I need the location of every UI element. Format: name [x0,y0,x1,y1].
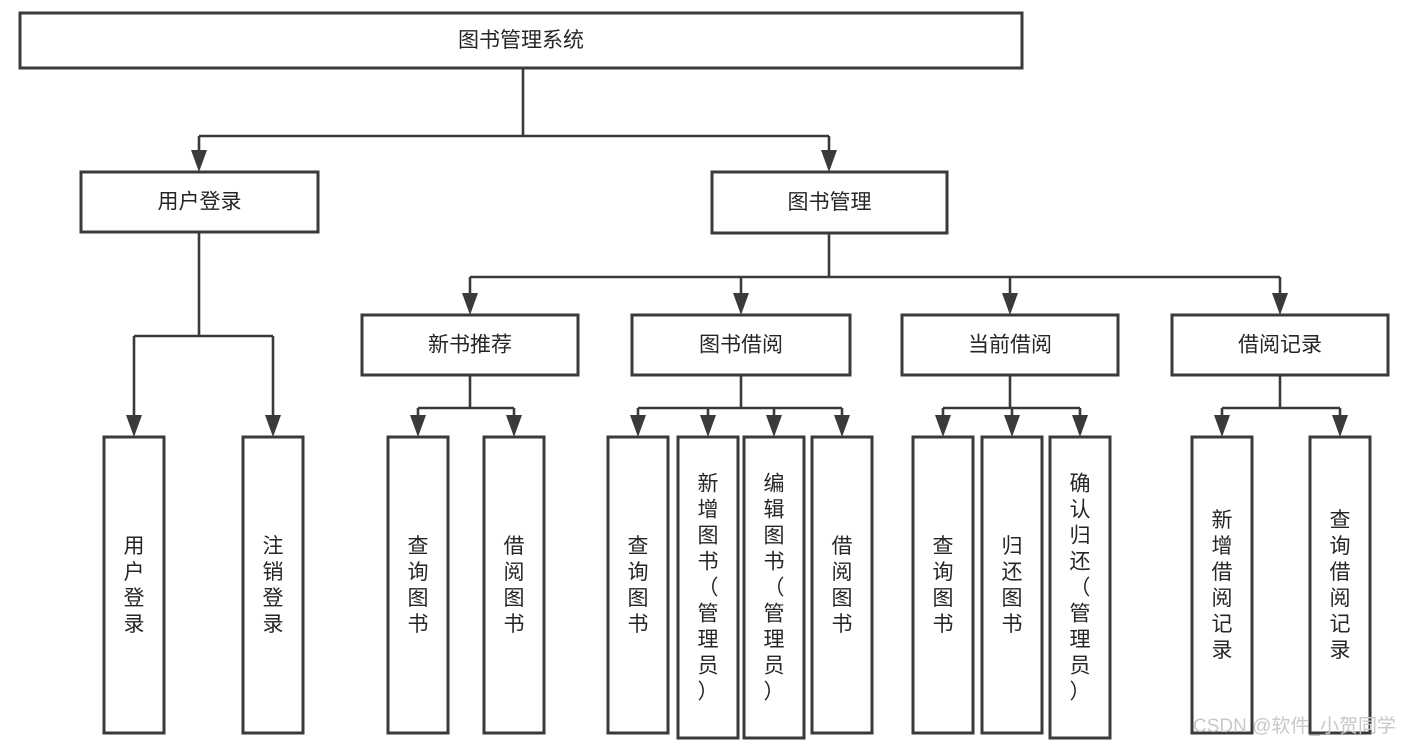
node-leaf-query-book-borrow[interactable]: 查询图书 [606,435,670,735]
arrow-head-icon [1214,415,1230,437]
node-box[interactable] [79,170,320,234]
connector-bookmgmt-to-level3 [462,233,1288,315]
node-box[interactable] [710,170,949,235]
arrow-head-icon [265,415,281,437]
node-leaf-logout-login[interactable]: 注销登录 [241,435,305,735]
connector-recommend-to-leaves [410,375,522,437]
node-label: 查询图书 [408,535,429,636]
node-label: 注销登录 [263,535,284,636]
node-box[interactable] [810,435,874,735]
node-label: 新书推荐 [428,334,512,357]
node-borrow-record[interactable]: 借阅记录 [1170,313,1390,377]
node-label: 借阅图书 [832,535,853,636]
node-label: 用户登录 [158,191,242,214]
node-box[interactable] [386,435,450,735]
arrow-head-icon [1332,415,1348,437]
arrow-head-icon [1002,293,1018,315]
node-label: 编辑图书（管理员） [764,473,785,704]
node-box[interactable] [676,435,740,740]
connector-layer [126,68,1348,437]
node-box[interactable] [102,435,166,735]
arrow-head-icon [821,150,837,172]
node-label: 查询图书 [628,535,649,636]
node-leaf-add-book-admin[interactable]: 新增图书（管理员） [676,435,740,740]
node-box[interactable] [360,313,580,377]
node-user-login[interactable]: 用户登录 [79,170,320,234]
node-label: 查询图书 [933,535,954,636]
node-box[interactable] [1190,435,1254,735]
node-root[interactable]: 图书管理系统 [18,11,1024,70]
node-box[interactable] [241,435,305,735]
arrow-head-icon [733,293,749,315]
node-leaf-confirm-return-admin[interactable]: 确认归还（管理员） [1048,435,1112,740]
arrow-head-icon [1004,415,1020,437]
node-leaf-borrow-book[interactable]: 借阅图书 [810,435,874,735]
node-leaf-query-book-current[interactable]: 查询图书 [911,435,975,735]
node-label: 新增图书（管理员） [698,473,719,704]
node-box[interactable] [630,313,852,377]
node-label: 图书管理 [788,191,872,214]
node-box[interactable] [1048,435,1112,740]
node-book-borrow[interactable]: 图书借阅 [630,313,852,377]
node-label: 用户登录 [124,535,145,636]
node-new-book-recommend[interactable]: 新书推荐 [360,313,580,377]
arrow-head-icon [506,415,522,437]
node-leaf-borrow-book-recommend[interactable]: 借阅图书 [482,435,546,735]
node-leaf-query-book-recommend[interactable]: 查询图书 [386,435,450,735]
arrow-head-icon [935,415,951,437]
node-box[interactable] [1170,313,1390,377]
arrow-head-icon [126,415,142,437]
arrow-head-icon [700,415,716,437]
node-box[interactable] [18,11,1024,70]
arrow-head-icon [462,293,478,315]
arrow-head-icon [191,150,207,172]
node-leaf-add-borrow-record[interactable]: 新增借阅记录 [1190,435,1254,735]
node-label: 图书借阅 [699,334,783,357]
node-box[interactable] [900,313,1120,377]
connector-borrow-to-leaves [630,375,850,437]
node-box[interactable] [980,435,1044,735]
node-box[interactable] [742,435,806,740]
node-box[interactable] [606,435,670,735]
node-current-borrow[interactable]: 当前借阅 [900,313,1120,377]
node-leaf-return-book[interactable]: 归还图书 [980,435,1044,735]
node-box[interactable] [1308,435,1372,735]
connector-userlogin-to-leaves [126,232,281,437]
node-box[interactable] [482,435,546,735]
node-leaf-query-borrow-record[interactable]: 查询借阅记录 [1308,435,1372,735]
node-leaf-user-login[interactable]: 用户登录 [102,435,166,735]
node-leaf-edit-book-admin[interactable]: 编辑图书（管理员） [742,435,806,740]
connector-current-to-leaves [935,375,1088,437]
node-label: 新增借阅记录 [1212,509,1233,662]
arrow-head-icon [834,415,850,437]
arrow-head-icon [1272,293,1288,315]
connector-root-to-level2 [191,68,837,172]
node-layer: 图书管理系统用户登录图书管理新书推荐图书借阅当前借阅借阅记录用户登录注销登录查询… [18,11,1390,740]
node-label: 借阅记录 [1238,334,1322,357]
arrow-head-icon [630,415,646,437]
node-box[interactable] [911,435,975,735]
csdn-watermark: CSDN @软件_小贺同学 [1193,715,1396,737]
node-label: 图书管理系统 [458,29,584,52]
arrow-head-icon [1072,415,1088,437]
node-label: 借阅图书 [504,535,525,636]
node-label: 查询借阅记录 [1330,509,1351,662]
connector-record-to-leaves [1214,375,1348,437]
node-label: 当前借阅 [968,334,1052,357]
node-book-management[interactable]: 图书管理 [710,170,949,235]
node-label: 确认归还（管理员） [1070,473,1091,704]
arrow-head-icon [410,415,426,437]
arrow-head-icon [766,415,782,437]
node-label: 归还图书 [1002,535,1023,636]
